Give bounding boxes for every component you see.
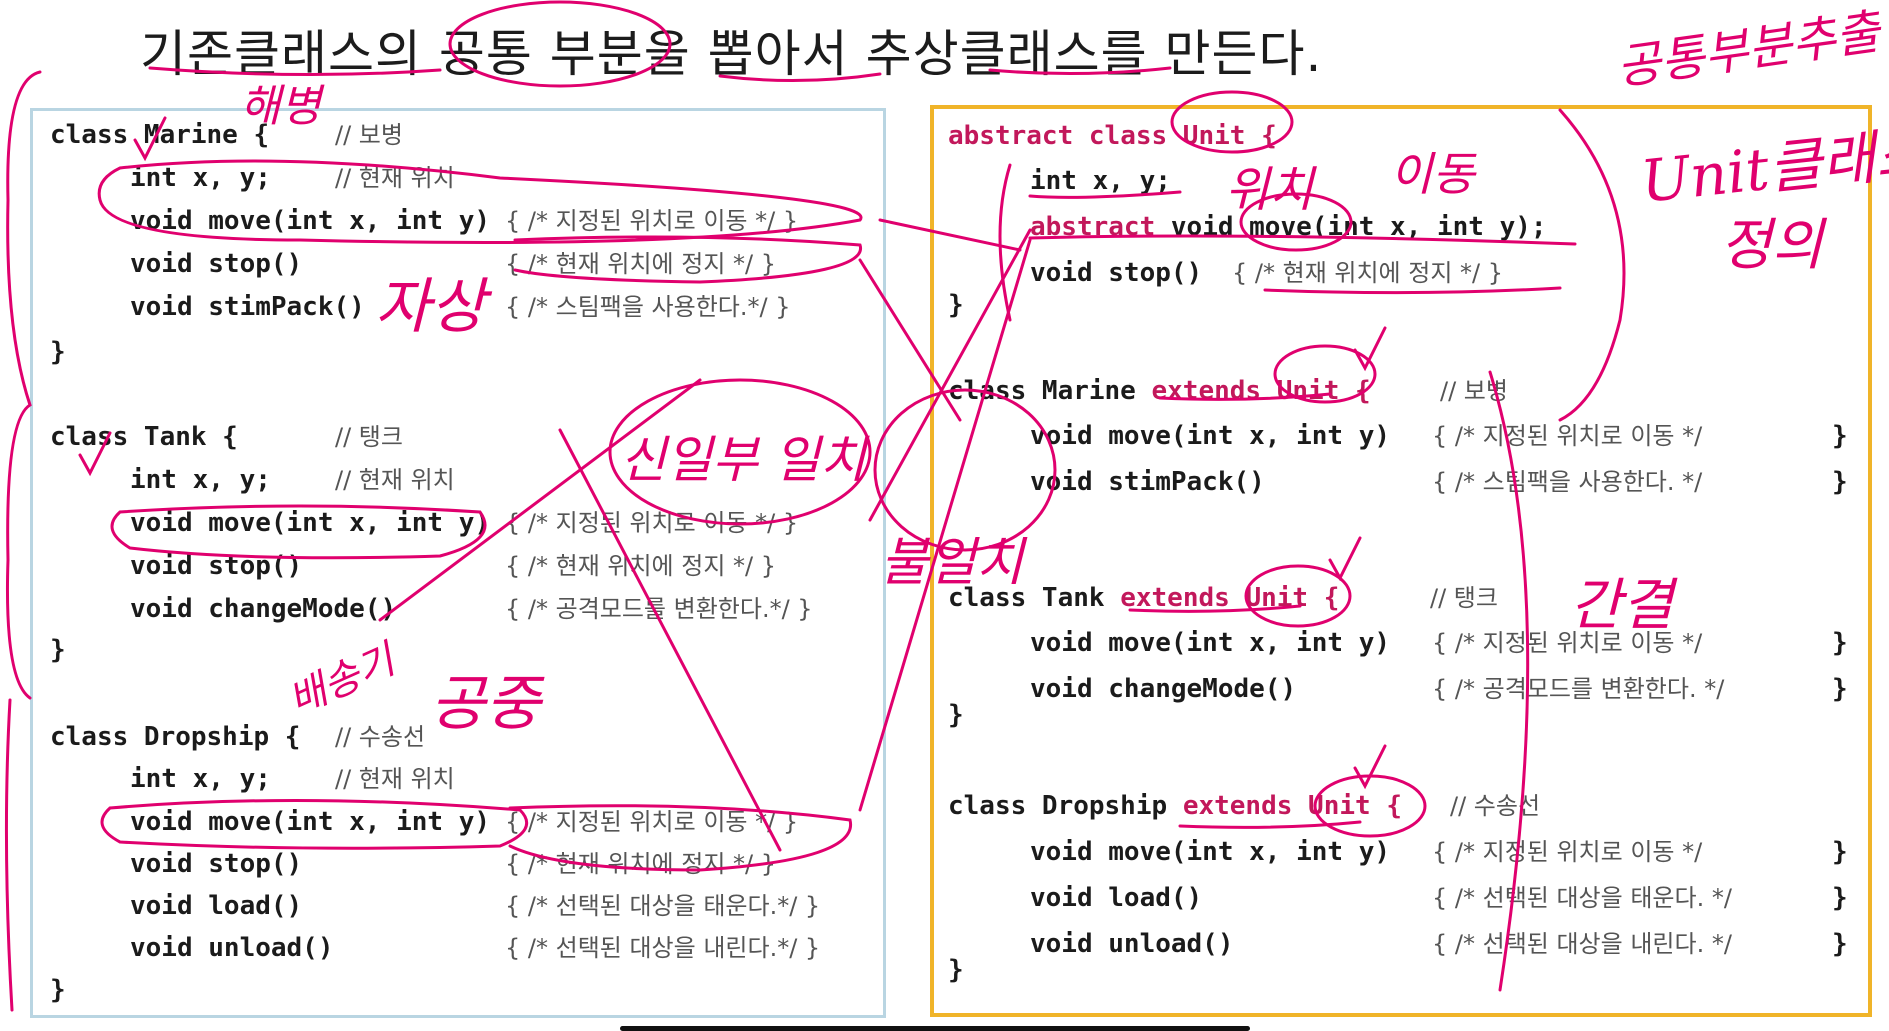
tank-fields: int x, y; <box>130 465 271 495</box>
note-gongtong: 공통부분추출 <box>1613 3 1884 97</box>
marine2-comment: // 보병 <box>1440 377 1508 405</box>
video-progress-bar[interactable] <box>620 1026 1250 1031</box>
dropship2-load-sig: void load() <box>1030 883 1203 913</box>
dropship2-unload-sig: void unload() <box>1030 929 1234 959</box>
dropship2-load-body: { /* 선택된 대상을 태운다. */ <box>1432 884 1732 912</box>
marine2-move-end: } <box>1832 421 1848 451</box>
marine-comment: // 보병 <box>335 121 403 149</box>
marine-stimpack-sig: void stimPack() <box>130 292 365 322</box>
unit-stop-body: { /* 현재 위치에 정지 */ } <box>1232 259 1504 287</box>
dropship2-header: class Dropship extends Unit { <box>948 791 1402 821</box>
unit-stop-sig: void stop() <box>1030 258 1203 288</box>
tank2-comment: // 탱크 <box>1430 584 1498 612</box>
dropship-class-header: class Dropship { <box>50 722 301 752</box>
dropship2-move-sig: void move(int x, int y) <box>1030 837 1391 867</box>
marine-stop-body: { /* 현재 위치에 정지 */ } <box>505 250 777 278</box>
dropship2-unload-body: { /* 선택된 대상을 내린다. */ <box>1432 930 1732 958</box>
dropship2-move-end: } <box>1832 837 1848 867</box>
marine2-parent: Unit { <box>1276 376 1371 406</box>
tank-move-sig: void move(int x, int y) <box>130 508 491 538</box>
dropship-close: } <box>50 975 66 1005</box>
dropship-fields-comment: // 현재 위치 <box>335 765 455 793</box>
note-wichi: 위치 <box>1225 162 1314 218</box>
dropship2-head: class Dropship <box>948 791 1168 821</box>
dropship2-parent: Unit { <box>1308 791 1402 821</box>
note-jeongui: 정의 <box>1720 213 1824 278</box>
dropship-comment: // 수송선 <box>335 723 426 751</box>
note-haebyeong: 해병 <box>240 81 321 132</box>
unit-class-name: class Unit { <box>1088 121 1277 151</box>
dropship-fields: int x, y; <box>130 764 271 794</box>
dropship2-extends: extends <box>1182 791 1293 821</box>
tank-class-header: class Tank { <box>50 422 238 452</box>
dropship2-close: } <box>948 955 964 985</box>
marine2-stimpack-body: { /* 스팀팩을 사용한다. */ <box>1432 468 1703 496</box>
marine2-extends: extends <box>1151 376 1262 406</box>
unit-class-header: abstract class Unit { <box>948 121 1277 151</box>
tank-stop-body: { /* 현재 위치에 정지 */ } <box>505 552 777 580</box>
marine-move-body: { /* 지정된 위치로 이동 */ } <box>505 207 799 235</box>
tank2-close: } <box>948 700 964 730</box>
note-ganggyeol: 간결 <box>1570 573 1674 638</box>
tank-move-body: { /* 지정된 위치로 이동 */ } <box>505 509 799 537</box>
tank2-move-sig: void move(int x, int y) <box>1030 628 1391 658</box>
marine2-stimpack-end: } <box>1832 467 1848 497</box>
tank2-parent: Unit { <box>1245 583 1340 613</box>
dropship-unload-body: { /* 선택된 대상을 내린다.*/ } <box>505 934 821 962</box>
marine-class-header: class Marine { <box>50 120 270 150</box>
abstract-method-keyword: abstract <box>1030 212 1156 242</box>
marine2-stimpack-sig: void stimPack() <box>1030 467 1265 497</box>
tank2-changemode-end: } <box>1832 674 1848 704</box>
tank-comment: // 탱크 <box>335 423 403 451</box>
note-idong: 이동 <box>1390 147 1475 201</box>
unit-fields: int x, y; <box>1030 166 1171 196</box>
dropship2-load-end: } <box>1832 883 1848 913</box>
dropship-load-body: { /* 선택된 대상을 태운다.*/ } <box>505 892 821 920</box>
note-gonggong: 공중 <box>430 669 541 739</box>
marine-fields-comment: // 현재 위치 <box>335 164 455 192</box>
marine-close: } <box>50 337 66 367</box>
marine-fields: int x, y; <box>130 163 271 193</box>
marine2-header: class Marine extends Unit { <box>948 376 1371 406</box>
dropship-stop-body: { /* 현재 위치에 정지 */ } <box>505 850 777 878</box>
tank2-move-end: } <box>1832 628 1848 658</box>
dropship2-unload-end: } <box>1832 929 1848 959</box>
tank2-changemode-sig: void changeMode() <box>1030 674 1297 704</box>
marine-stimpack-body: { /* 스팀팩을 사용한다.*/ } <box>505 293 791 321</box>
note-jasang: 자상 <box>375 272 486 342</box>
dropship-move-sig: void move(int x, int y) <box>130 807 491 837</box>
marine-move-sig: void move(int x, int y) <box>130 206 491 236</box>
marine2-head: class Marine <box>948 376 1136 406</box>
dropship-stop-sig: void stop() <box>130 849 303 879</box>
tank-stop-sig: void stop() <box>130 551 303 581</box>
tank2-changemode-body: { /* 공격모드를 변환한다. */ <box>1432 675 1725 703</box>
tank-changemode-body: { /* 공격모드를 변환한다.*/ } <box>505 595 813 623</box>
tank-close: } <box>50 635 66 665</box>
marine2-move-body: { /* 지정된 위치로 이동 */ <box>1432 422 1703 450</box>
tank-changemode-sig: void changeMode() <box>130 594 397 624</box>
note-sinbubun: 신일부 일치 <box>620 431 866 489</box>
tank-fields-comment: // 현재 위치 <box>335 466 455 494</box>
unit-close: } <box>948 290 964 320</box>
abstract-keyword: abstract <box>948 121 1074 151</box>
dropship-unload-sig: void unload() <box>130 933 334 963</box>
marine-stop-sig: void stop() <box>130 249 303 279</box>
tank2-extends: extends <box>1120 583 1230 613</box>
note-bulilchi: 불일치 <box>880 533 1024 593</box>
marine2-move-sig: void move(int x, int y) <box>1030 421 1391 451</box>
dropship2-comment: // 수송선 <box>1450 792 1541 820</box>
dropship2-move-body: { /* 지정된 위치로 이동 */ <box>1432 838 1703 866</box>
dropship-load-sig: void load() <box>130 891 303 921</box>
dropship-move-body: { /* 지정된 위치로 이동 */ } <box>505 808 799 836</box>
